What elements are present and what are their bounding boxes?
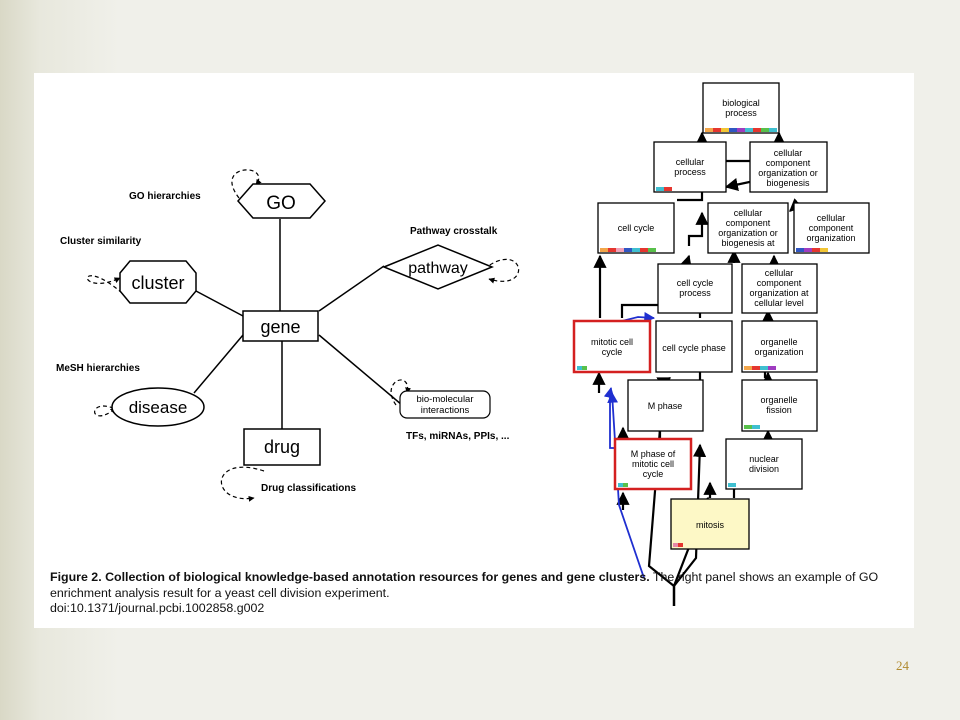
ccocl-line4: cellular level — [754, 298, 804, 308]
biomolecular-label-line1: bio-molecular — [416, 394, 473, 405]
cluster-node — [119, 260, 197, 304]
biological-process-line1: biological — [722, 98, 760, 108]
gene-node — [242, 310, 319, 342]
node-cellular-component-org: cellular component organization — [793, 202, 870, 254]
biological-process-line2: process — [725, 108, 757, 118]
cco-line3: organization — [806, 233, 855, 243]
caption-title: Figure 2. Collection of biological knowl… — [50, 570, 650, 584]
self-loops — [86, 169, 520, 502]
go-node — [236, 183, 327, 219]
node-mitosis: mitosis — [670, 498, 750, 550]
ccob-line3: organization or — [758, 168, 818, 178]
go-label: GO — [266, 193, 296, 214]
node-m-phase-mitotic: M phase of mitotic cell cycle — [613, 437, 693, 491]
biomolecular-node — [399, 390, 491, 419]
ccob-line2: component — [766, 158, 811, 168]
network-edges — [193, 219, 403, 429]
ccob-line4: biogenesis — [766, 178, 810, 188]
annotation-network: gene GO cluster disease drug pathway bio… — [56, 169, 520, 502]
ccoba-line4: biogenesis at — [721, 238, 775, 248]
node-cc-org-cellular-level: cellular component organization at cellu… — [741, 263, 818, 314]
m-phase-label: M phase — [648, 401, 683, 411]
go-hierarchies-label: GO hierarchies — [129, 191, 201, 202]
mesh-hierarchies-label: MeSH hierarchies — [56, 363, 140, 374]
cluster-similarity-label: Cluster similarity — [60, 236, 142, 247]
ccocl-line2: component — [757, 278, 802, 288]
mcc-line1: mitotic cell — [591, 337, 633, 347]
drug-label: drug — [264, 437, 300, 457]
mpm-line2: mitotic cell — [632, 459, 674, 469]
drug-classifications-label: Drug classifications — [261, 483, 356, 494]
node-cell-cycle-process: cell cycle process — [657, 263, 733, 314]
ccp-line2: process — [679, 288, 711, 298]
go-enrichment-dag: biological process cellular process cell… — [572, 82, 870, 606]
ccob-line1: cellular — [774, 148, 803, 158]
dag-nodes: biological process cellular process cell… — [572, 82, 870, 550]
node-nuclear-division: nuclear division — [725, 438, 803, 490]
ccoba-line3: organization or — [718, 228, 778, 238]
node-cellular-process: cellular process — [653, 141, 727, 193]
biomolecular-label-line2: interactions — [421, 405, 470, 416]
gene-label: gene — [260, 317, 300, 337]
pathway-crosstalk-label: Pathway crosstalk — [410, 226, 498, 237]
node-cell-cycle-phase: cell cycle phase — [655, 320, 733, 373]
caption-body: The right panel shows an example of GO e… — [50, 570, 879, 600]
ccocl-line3: organization at — [749, 288, 809, 298]
of-line1: organelle — [760, 395, 797, 405]
page-number: 24 — [896, 658, 909, 673]
ccocl-line1: cellular — [765, 268, 794, 278]
figure-svg: gene GO cluster disease drug pathway bio… — [56, 82, 870, 606]
oo-line1: organelle — [760, 337, 797, 347]
pathway-label: pathway — [408, 260, 468, 277]
node-cell-cycle: cell cycle — [597, 202, 675, 254]
ccoba-line1: cellular — [734, 208, 763, 218]
oo-line2: organization — [754, 347, 803, 357]
mpm-line1: M phase of — [631, 449, 676, 459]
node-cc-org-biogenesis-at: cellular component organization or bioge… — [707, 202, 789, 254]
pathway-node — [382, 244, 494, 290]
cell-cycle-label: cell cycle — [618, 223, 655, 233]
figure-caption: Figure 2. Collection of biological knowl… — [50, 570, 912, 617]
cluster-label: cluster — [131, 273, 184, 293]
ccp-line1: cell cycle — [677, 278, 714, 288]
disease-node — [111, 387, 205, 427]
ccoba-line2: component — [726, 218, 771, 228]
node-organelle-organization: organelle organization — [741, 320, 818, 373]
nd-line2: division — [749, 464, 779, 474]
node-cellular-component-org-biogenesis: cellular component organization or bioge… — [749, 141, 828, 193]
of-line2: fission — [766, 405, 792, 415]
nd-line1: nuclear — [749, 454, 779, 464]
caption-doi: doi:10.1371/journal.pcbi.1002858.g002 — [50, 601, 265, 615]
cell-cycle-phase-label: cell cycle phase — [662, 343, 726, 353]
cellular-process-line2: process — [674, 167, 706, 177]
node-organelle-fission: organelle fission — [741, 379, 818, 432]
mitosis-label: mitosis — [696, 520, 725, 530]
cco-line1: cellular — [817, 213, 846, 223]
mpm-line3: cycle — [643, 469, 664, 479]
disease-label: disease — [129, 398, 188, 417]
drug-node — [243, 428, 321, 466]
figure-panel: gene GO cluster disease drug pathway bio… — [34, 73, 914, 628]
cco-line2: component — [809, 223, 854, 233]
node-m-phase: M phase — [627, 379, 704, 432]
node-biological-process: biological process — [702, 82, 780, 134]
interaction-types-label: TFs, miRNAs, PPIs, ... — [406, 431, 510, 442]
node-mitotic-cell-cycle: mitotic cell cycle — [572, 319, 652, 374]
cellular-process-line1: cellular — [676, 157, 705, 167]
mcc-line2: cycle — [602, 347, 623, 357]
